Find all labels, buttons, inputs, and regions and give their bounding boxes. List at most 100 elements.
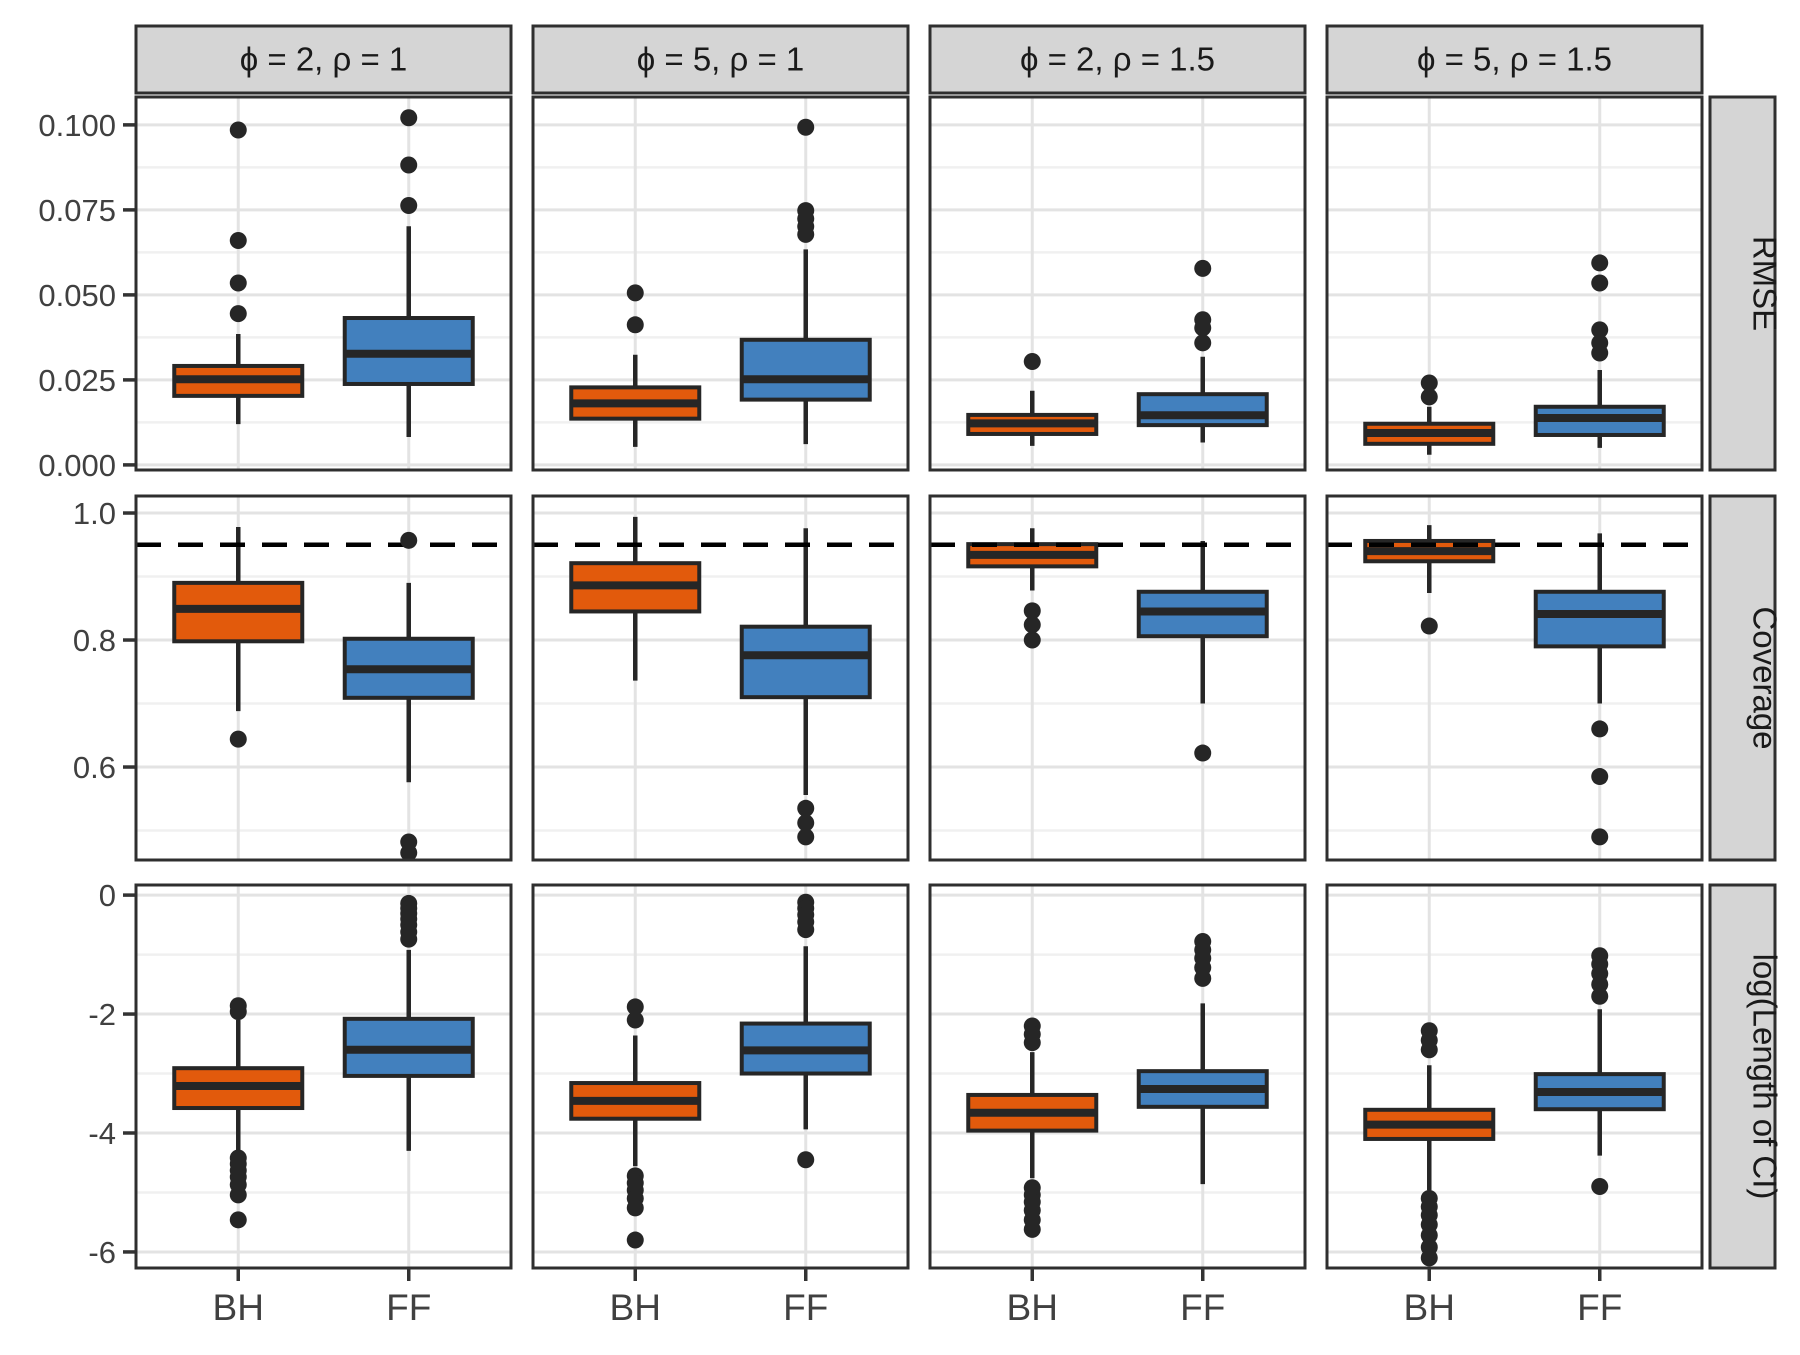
- facet-strip-row: RMSE: [1708, 95, 1784, 472]
- box-BH: [569, 354, 702, 447]
- box-BH: [569, 1035, 702, 1167]
- outlier-point: [1023, 1220, 1041, 1238]
- outlier-point: [1420, 374, 1438, 392]
- panel-border: [1325, 95, 1704, 472]
- box-FF: [1136, 540, 1269, 704]
- y-tick-label: 0.100: [38, 108, 116, 143]
- facet-strip-col-label: ϕ = 5, ρ = 1.5: [1417, 41, 1612, 78]
- outlier-point: [229, 274, 247, 292]
- facet-strip-col: ϕ = 5, ρ = 1.5: [1325, 24, 1704, 95]
- outlier-point: [797, 799, 815, 817]
- panel-border: [531, 494, 910, 862]
- x-category-label: FF: [386, 1287, 431, 1328]
- y-tick-label: 0.000: [38, 448, 116, 483]
- outlier-point: [229, 730, 247, 748]
- panel-Coverage-c3: [928, 494, 1307, 862]
- outlier-point: [626, 1199, 644, 1217]
- outlier-point: [1420, 1249, 1438, 1267]
- x-category-label: BH: [610, 1287, 661, 1328]
- outlier-point: [1023, 1034, 1041, 1052]
- facet-strip-col: ϕ = 2, ρ = 1.5: [928, 24, 1307, 95]
- outlier-point: [229, 1211, 247, 1229]
- panel-logLengthofCI-c4: [1325, 883, 1704, 1270]
- outlier-point: [1023, 631, 1041, 649]
- facet-strip-col-bg: [531, 24, 910, 95]
- outlier-point: [400, 109, 418, 127]
- panel-border: [1325, 883, 1704, 1270]
- panel-border: [531, 95, 910, 472]
- panel-border: [1325, 494, 1704, 862]
- facet-strip-col-bg: [928, 24, 1307, 95]
- panel-RMSE-c3: [928, 95, 1307, 472]
- panel-background: [136, 97, 511, 470]
- panel-RMSE-c2: [531, 95, 910, 472]
- facet-strip-row: log(Length of CI): [1708, 883, 1784, 1270]
- y-tick-label: 0.050: [38, 278, 116, 313]
- outlier-point: [626, 998, 644, 1016]
- y-tick-label: 0.025: [38, 363, 116, 398]
- outlier-point: [1420, 1041, 1438, 1059]
- outlier-point: [400, 930, 418, 948]
- outlier-point: [400, 196, 418, 214]
- facet-strip-row-bg: [1708, 883, 1777, 1270]
- outlier-point: [797, 118, 815, 136]
- box-BH: [172, 333, 305, 425]
- outlier-point: [1591, 254, 1609, 272]
- outlier-point: [1591, 720, 1609, 738]
- facet-strip-col-label: ϕ = 5, ρ = 1: [637, 41, 805, 78]
- panel-logLengthofCI-c2: [531, 883, 910, 1270]
- panel-border: [134, 883, 513, 1270]
- outlier-point: [400, 531, 418, 549]
- box-FF: [1136, 356, 1269, 443]
- outlier-point: [626, 1231, 644, 1249]
- facet-strip-col-bg: [134, 24, 513, 95]
- outlier-point: [797, 921, 815, 939]
- outlier-point: [626, 284, 644, 302]
- panel-border: [928, 494, 1307, 862]
- y-tick-label: 0: [99, 878, 116, 913]
- outlier-point: [229, 1186, 247, 1204]
- outlier-point: [1023, 353, 1041, 371]
- panel-border: [134, 95, 513, 472]
- outlier-point: [1194, 744, 1212, 762]
- box-FF: [1533, 533, 1666, 704]
- facet-strip-row-label: log(Length of CI): [1747, 954, 1784, 1200]
- outlier-point: [1591, 828, 1609, 846]
- box-FF: [739, 249, 872, 445]
- y-tick-label: 0.075: [38, 193, 116, 228]
- outlier-point: [229, 305, 247, 323]
- facet-strip-row-bg: [1708, 95, 1777, 472]
- outlier-point: [797, 1151, 815, 1169]
- outlier-point: [1420, 388, 1438, 406]
- outlier-point: [229, 1003, 247, 1021]
- facet-strip-col: ϕ = 2, ρ = 1: [134, 24, 513, 95]
- x-category-label: BH: [1007, 1287, 1058, 1328]
- outlier-point: [1023, 602, 1041, 620]
- outlier-point: [229, 121, 247, 139]
- panel-RMSE-c4: [1325, 95, 1704, 472]
- outlier-point: [1591, 334, 1609, 352]
- outlier-point: [1591, 987, 1609, 1005]
- outlier-point: [1591, 321, 1609, 339]
- iqr-box: [1136, 392, 1269, 428]
- box-BH: [569, 516, 702, 681]
- outlier-point: [1591, 274, 1609, 292]
- box-FF: [342, 582, 475, 783]
- box-FF: [342, 226, 475, 438]
- panel-border: [928, 883, 1307, 1270]
- box-BH: [1363, 1065, 1496, 1191]
- facet-strip-col-bg: [1325, 24, 1704, 95]
- outlier-point: [1194, 969, 1212, 987]
- box-BH: [1363, 406, 1496, 455]
- outlier-point: [229, 231, 247, 249]
- y-tick-label: -6: [88, 1235, 116, 1270]
- box-BH: [172, 526, 305, 712]
- box-BH: [966, 1052, 1099, 1179]
- facet-strip-row-label: RMSE: [1747, 236, 1784, 331]
- outlier-point: [400, 844, 418, 862]
- facet-strip-col: ϕ = 5, ρ = 1: [531, 24, 910, 95]
- outlier-point: [1591, 1178, 1609, 1196]
- panel-logLengthofCI-c1: [134, 883, 513, 1270]
- box-BH: [172, 1020, 305, 1154]
- box-FF: [739, 946, 872, 1130]
